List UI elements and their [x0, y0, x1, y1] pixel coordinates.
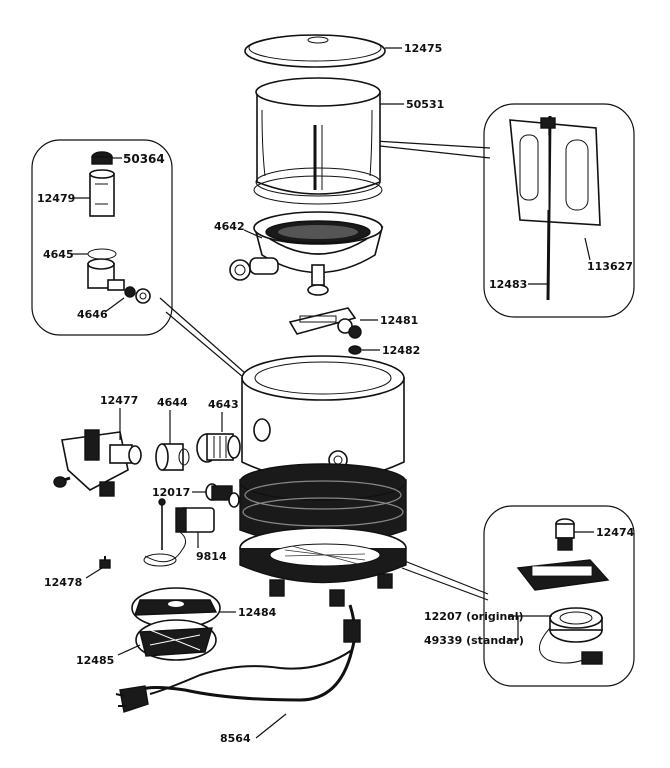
callout-12485: 12485	[76, 654, 114, 667]
inset-right-parts	[509, 115, 601, 301]
inset-bottom-leader-2	[401, 559, 489, 595]
callout-9814: 9814	[196, 550, 227, 563]
callout-4646: 4646	[77, 308, 108, 321]
callout-12478: 12478	[44, 576, 82, 589]
callout-49339: 49339 (standar)	[424, 634, 524, 647]
screw-12478-part	[99, 556, 111, 569]
callout-50364: 50364	[123, 152, 165, 166]
inset-bottom-leader-1	[401, 567, 489, 601]
washer-12482-part	[348, 345, 362, 355]
callout-4642: 4642	[214, 220, 245, 233]
leader-12478	[85, 567, 103, 579]
callout-4644: 4644	[157, 396, 188, 409]
callout-8564: 8564	[220, 732, 251, 745]
leader-8564	[255, 713, 287, 739]
callout-4645: 4645	[43, 248, 74, 261]
fitting-4644-part	[155, 443, 190, 471]
callout-12484: 12484	[238, 606, 277, 619]
lid-part	[244, 34, 386, 68]
callout-12017: 12017	[152, 486, 190, 499]
inset-bottom-right-detail	[483, 505, 635, 687]
inset-bottom-parts	[516, 518, 610, 665]
callout-4643: 4643	[208, 398, 239, 411]
callout-12477: 12477	[100, 394, 138, 407]
callout-12481: 12481	[380, 314, 418, 327]
callout-12479: 12479	[37, 192, 75, 205]
callout-12474: 12474	[596, 526, 635, 539]
leader-4642	[243, 229, 263, 239]
leader-4646	[104, 297, 125, 313]
base-part	[239, 527, 407, 607]
callout-12475: 12475	[404, 42, 442, 55]
callout-12207: 12207 (original)	[424, 610, 524, 623]
callout-12482: 12482	[382, 344, 420, 357]
inset-left-detail	[31, 139, 173, 336]
leader-113627	[584, 237, 591, 261]
callout-113627: 113627	[587, 260, 633, 273]
inset-left-parts	[87, 151, 151, 304]
switch-9814-part	[143, 498, 215, 567]
bowl-base-part	[229, 211, 384, 296]
leader-12485	[117, 644, 141, 656]
valve-assembly-part	[53, 429, 142, 497]
callout-50531: 50531	[406, 98, 444, 111]
part-12017	[205, 483, 240, 508]
glass-jar-part	[253, 77, 383, 205]
rotor-part	[288, 307, 362, 339]
heater-ring-part	[239, 463, 407, 546]
motor-housing-part	[241, 355, 405, 482]
fan-part	[131, 587, 221, 661]
power-cord-part	[115, 604, 361, 713]
fitting-4643-part	[196, 433, 241, 463]
inset-right-detail	[483, 103, 635, 318]
callout-12483: 12483	[489, 278, 527, 291]
